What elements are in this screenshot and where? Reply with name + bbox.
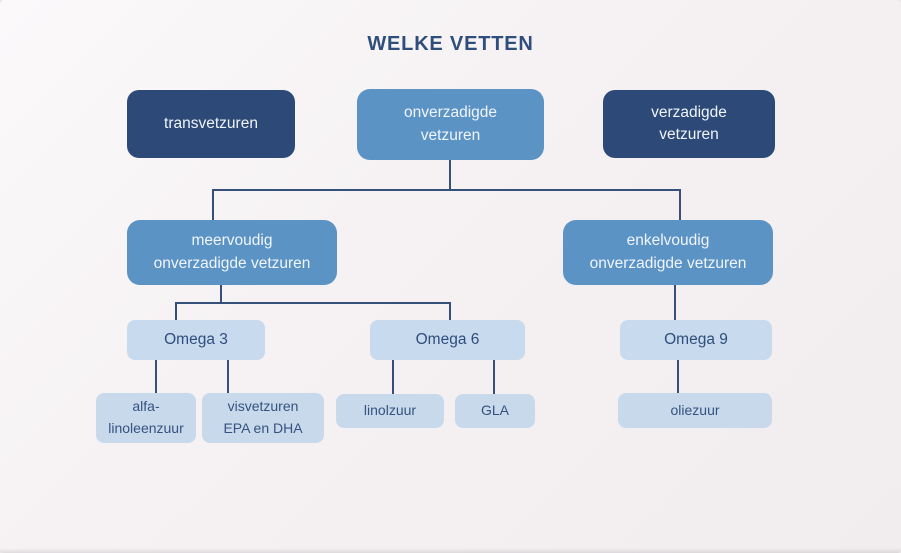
node-enkelvoudig-onverzadigde-vetzuren: enkelvoudig onverzadigde vetzuren [563, 220, 773, 285]
connector-omega6-to-gla [493, 360, 495, 394]
connector-drop-omega3 [175, 302, 177, 320]
connector-omega9-to-oliezuur [677, 360, 679, 393]
node-meervoudig-onverzadigde-vetzuren: meervoudig onverzadigde vetzuren [127, 220, 337, 285]
node-visvetzuren-epa-dha: visvetzuren EPA en DHA [202, 393, 324, 443]
node-verzadigde-vetzuren: verzadigde vetzuren [603, 90, 775, 158]
connector-enkelvoudig-to-omega9 [674, 285, 676, 320]
connector-drop-meervoudig [212, 189, 214, 220]
connector-omega3-to-visvetzuren [227, 360, 229, 393]
connector-drop-enkelvoudig [679, 189, 681, 220]
node-transvetzuren: transvetzuren [127, 90, 295, 158]
connector-meervoudig-bar [175, 302, 451, 304]
node-omega-6: Omega 6 [370, 320, 525, 360]
node-omega-3: Omega 3 [127, 320, 265, 360]
node-linolzuur: linolzuur [336, 394, 444, 428]
node-omega-9: Omega 9 [620, 320, 772, 360]
connector-meervoudig-trunk [220, 285, 222, 304]
node-onverzadigde-vetzuren: onverzadigde vetzuren [357, 89, 544, 160]
connector-drop-omega6 [449, 302, 451, 320]
connector-omega3-to-alfa [155, 360, 157, 393]
connector-onverzadigde-trunk [449, 160, 451, 191]
connector-omega6-to-linolzuur [392, 360, 394, 394]
node-oliezuur: oliezuur [618, 393, 772, 428]
connector-onverzadigde-bar [212, 189, 681, 191]
node-gla: GLA [455, 394, 535, 428]
node-alfa-linoleenzuur: alfa- linoleenzuur [96, 393, 196, 443]
page-title: WELKE VETTEN [367, 33, 534, 55]
